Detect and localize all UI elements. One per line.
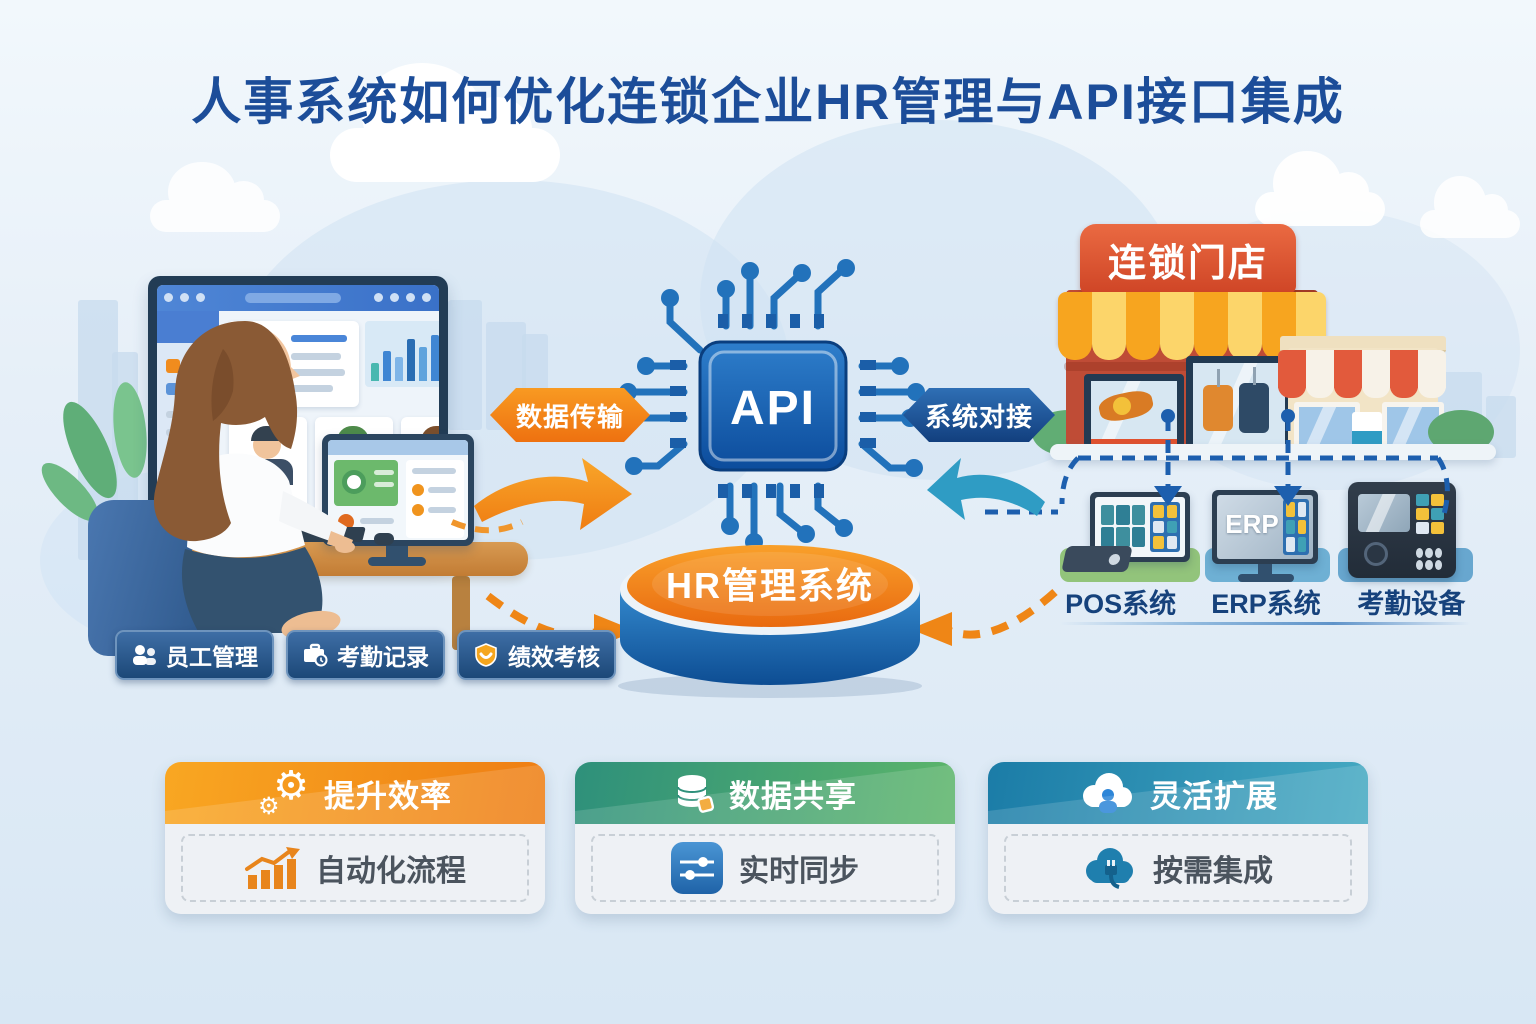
benefit-title: 数据共享: [729, 778, 857, 814]
teal-arrow-left-icon: [927, 458, 1045, 520]
briefcase-clock-icon: [304, 643, 328, 667]
erp-monitor: ERP: [1212, 490, 1318, 564]
erp-label: ERP系统: [1211, 589, 1321, 619]
benefit-card-body: 自动化流程: [165, 824, 545, 914]
badge-employee-management: 员工管理: [115, 630, 274, 680]
system-connect-label: 系统对接: [903, 388, 1055, 442]
benefit-card-header: 数据共享: [575, 762, 955, 824]
benefit-detail: 按需集成: [1153, 855, 1273, 888]
page-title: 人事系统如何优化连锁企业HR管理与API接口集成: [191, 74, 1345, 130]
pos-terminal: [1090, 492, 1190, 562]
benefit-card-body: 按需集成: [988, 824, 1368, 914]
badge-label: 员工管理: [166, 644, 258, 670]
city-building: [448, 300, 482, 430]
attendance-label: 考勤设备: [1357, 589, 1466, 619]
gears-icon: ⚙⚙: [258, 764, 310, 820]
benefit-card-data-sharing: 数据共享 实时同步: [575, 762, 955, 914]
cloud: [1255, 151, 1385, 226]
benefit-detail: 实时同步: [739, 855, 859, 888]
awning-scallops: [1278, 386, 1446, 398]
chain-stores-scene: 连锁门店: [1028, 198, 1503, 463]
badge-label: 考勤记录: [337, 644, 429, 670]
small-store-awning: [1278, 350, 1446, 388]
benefit-card-scalability: 灵活扩展 按需集成: [988, 762, 1368, 914]
divider: [1060, 622, 1470, 625]
data-transfer-label: 数据传输: [490, 388, 650, 442]
cloud: [150, 161, 280, 232]
benefit-card-header: 灵活扩展: [988, 762, 1368, 824]
hr-system-label: HR管理系统: [666, 565, 874, 606]
store-kiosk: [1352, 412, 1382, 446]
pos-card-reader: [1061, 546, 1133, 572]
hr-system-cylinder: HR管理系统: [618, 545, 922, 698]
users-icon: [133, 645, 156, 665]
erp-monitor-base: [1238, 574, 1294, 582]
benefit-card-body: 实时同步: [575, 824, 955, 914]
store-devices-scene: ERP: [1050, 468, 1486, 628]
monitor-stand: [386, 546, 408, 559]
badge-label: 绩效考核: [508, 644, 600, 670]
database-icon: [677, 775, 715, 813]
cloud-user-icon: [1083, 773, 1132, 813]
secondary-monitor: [322, 434, 474, 546]
monitor-base: [368, 557, 426, 566]
store-awning: [1058, 292, 1326, 344]
sidewalk: [1050, 444, 1496, 460]
benefit-title: 灵活扩展: [1150, 778, 1278, 814]
benefit-card-header: ⚙⚙ 提升效率: [165, 762, 545, 824]
api-chip-illustration: API: [619, 259, 925, 546]
api-chip-label: API: [730, 382, 816, 435]
attendance-terminal: [1348, 482, 1456, 578]
dashboard-bar-chart: [365, 321, 439, 387]
terminal-button: [1364, 542, 1388, 566]
cloud: [330, 63, 560, 182]
browser-top-bar: [157, 285, 439, 311]
badge-attendance-records: 考勤记录: [286, 630, 445, 680]
office-worker-illustration: [153, 321, 355, 640]
growth-chart-icon: [245, 847, 300, 889]
benefit-card-efficiency: ⚙⚙ 提升效率 自动化流程: [165, 762, 545, 914]
hr-module-badges: 员工管理 考勤记录 绩效考核: [115, 630, 616, 680]
benefit-detail: 自动化流程: [316, 855, 466, 888]
store-sign: 连锁门店: [1080, 224, 1296, 294]
benefit-title: 提升效率: [324, 778, 452, 814]
store-window: [1186, 356, 1292, 460]
erp-monitor-stand: [1258, 564, 1272, 576]
device-labels: POS系统 ERP系统 考勤设备: [1048, 582, 1484, 621]
orange-arrow-right-icon: [474, 458, 632, 530]
badge-performance-review: 绩效考核: [457, 630, 616, 680]
pos-label: POS系统: [1065, 589, 1177, 619]
medal-icon: [475, 643, 497, 667]
erp-screen-text: ERP: [1225, 509, 1279, 539]
mouse: [374, 533, 394, 545]
sync-icon: [671, 842, 723, 894]
cloud: [1420, 176, 1520, 238]
cloud-plug-icon: [1086, 848, 1133, 889]
